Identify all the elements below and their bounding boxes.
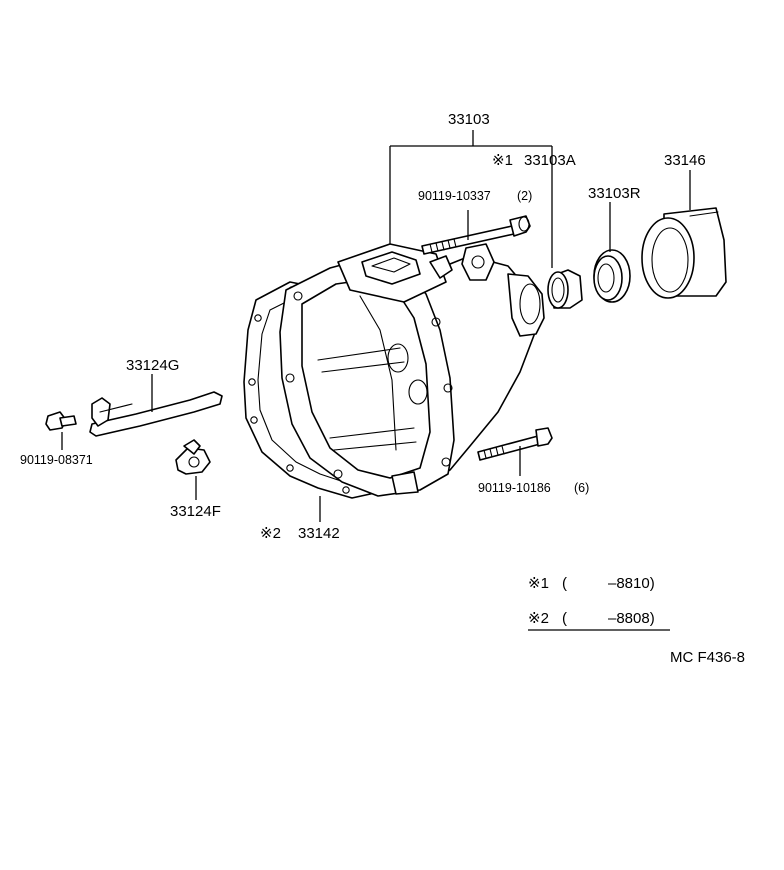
note-1-range: –8810) bbox=[608, 575, 655, 592]
lever-bracket-drawing bbox=[175, 439, 211, 500]
label-gasket: 33142 bbox=[298, 525, 340, 542]
dust-cover-drawing bbox=[641, 207, 727, 299]
shift-lever-drawing bbox=[89, 374, 223, 437]
label-bolt-lower: 90119-10186 bbox=[478, 481, 551, 495]
note-1-mark: ※1 bbox=[528, 575, 549, 592]
label-lever-bracket: 33124F bbox=[170, 503, 221, 520]
label-bolt-upper: 90119-10337 bbox=[418, 189, 491, 203]
note-2: ※2 ( –8808) bbox=[528, 610, 655, 627]
label-case-alt-ref: 33103A bbox=[524, 152, 576, 169]
leader-33103 bbox=[389, 130, 553, 268]
label-bolt-lower-qty: (6) bbox=[574, 481, 589, 495]
label-case-assembly: 33103 bbox=[448, 111, 490, 128]
note-2-mark: ※2 bbox=[528, 610, 549, 627]
small-bolt-drawing bbox=[45, 411, 77, 450]
label-dust-cover: 33146 bbox=[664, 152, 706, 169]
bushing-drawing bbox=[547, 269, 583, 309]
label-case-alt-mark: ※1 bbox=[492, 152, 513, 169]
label-oil-seal: 33103R bbox=[588, 185, 641, 202]
bolt-lower-drawing bbox=[477, 427, 553, 476]
note-1-open: ( bbox=[562, 575, 567, 592]
transmission-case-drawing bbox=[279, 243, 545, 497]
note-1: ※1 ( –8810) bbox=[528, 575, 655, 592]
label-shift-lever: 33124G bbox=[126, 357, 179, 374]
note-2-open: ( bbox=[562, 610, 567, 627]
oil-seal-drawing bbox=[593, 249, 631, 303]
note-2-range: –8808) bbox=[608, 610, 655, 627]
label-gasket-mark: ※2 bbox=[260, 525, 281, 542]
label-bolt-small: 90119-08371 bbox=[20, 453, 93, 467]
figure-code: MC F436-8 bbox=[670, 649, 745, 666]
label-bolt-upper-qty: (2) bbox=[517, 189, 532, 203]
